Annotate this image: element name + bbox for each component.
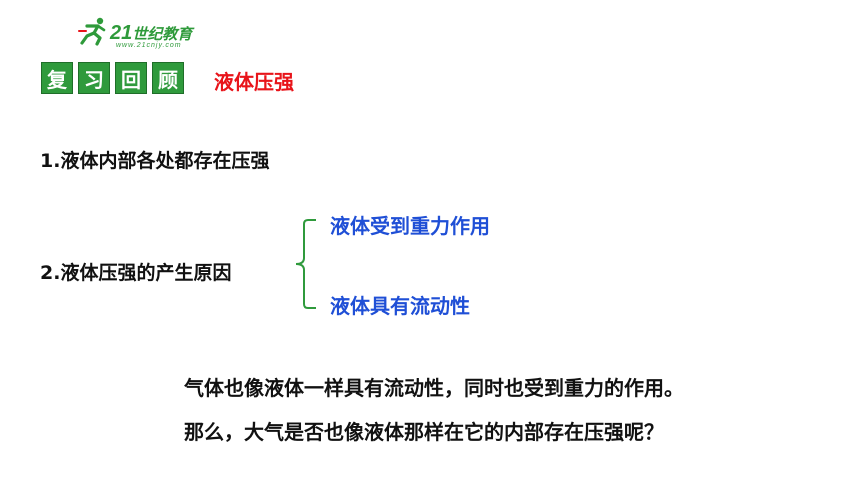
logo-url: www.21cnjy.com — [116, 42, 182, 49]
reason-fluidity: 液体具有流动性 — [330, 294, 470, 318]
logo-name: 世纪教育 — [132, 26, 193, 43]
paragraph-line-1: 气体也像液体一样具有流动性，同时也受到重力的作用。 — [184, 376, 684, 400]
review-heading-tiles: 复 习 回 顾 — [41, 62, 184, 94]
reason-gravity: 液体受到重力作用 — [330, 214, 490, 238]
review-tile: 回 — [115, 62, 147, 94]
review-tile: 顾 — [152, 62, 184, 94]
point-1: 1.液体内部各处都存在压强 — [40, 150, 270, 172]
topic-title: 液体压强 — [214, 70, 294, 94]
review-tile: 复 — [41, 62, 73, 94]
logo-number: 21 — [110, 22, 133, 44]
review-tile: 习 — [78, 62, 110, 94]
runner-icon — [78, 17, 106, 46]
point-2: 2.液体压强的产生原因 — [40, 262, 232, 284]
site-logo: 21世纪教育 www.21cnjy.com — [78, 16, 208, 50]
paragraph-line-2: 那么，大气是否也像液体那样在它的内部存在压强呢？ — [184, 420, 664, 444]
brace-connector — [295, 219, 316, 309]
